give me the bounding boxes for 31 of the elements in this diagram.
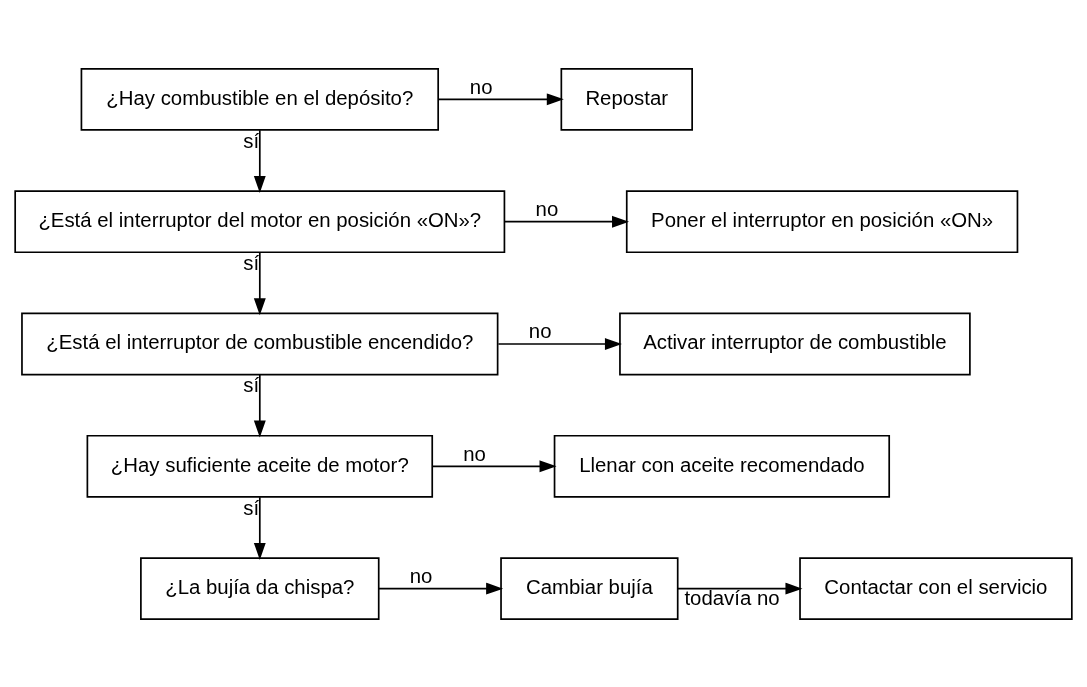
node-box: Llenar con aceite recomendado — [553, 434, 891, 498]
node-box: Poner el interruptor en posición «ON» — [625, 189, 1019, 253]
arrow — [253, 495, 266, 560]
node-box: ¿Está el interruptor del motor en posición «ON»? — [14, 189, 506, 253]
edge-label: sí — [243, 373, 260, 396]
edge-label: todavía no — [684, 586, 780, 609]
node-box: ¿Hay combustible en el depósito? — [80, 67, 440, 131]
node-box: Contactar con el servicio — [799, 556, 1073, 620]
arrow — [497, 337, 622, 350]
edge-label: no — [469, 75, 493, 98]
node-box: ¿Hay suficiente aceite de motor? — [86, 434, 434, 498]
arrow — [253, 251, 266, 315]
node-box: Cambiar bujía — [500, 556, 679, 620]
arrow — [253, 373, 266, 438]
node-box: Repostar — [560, 67, 693, 131]
node-box: ¿La bujía da chispa? — [140, 556, 380, 620]
edge-label: sí — [243, 251, 260, 274]
arrow — [437, 92, 564, 105]
edge-label: no — [535, 197, 559, 220]
arrow — [676, 582, 803, 595]
arrow — [431, 459, 557, 472]
node-box: ¿Está el interruptor de combustible encendido? — [21, 312, 499, 375]
edge-label: no — [528, 319, 552, 342]
arrow — [377, 582, 504, 595]
edge-label: sí — [243, 129, 260, 152]
edge-label: no — [463, 442, 486, 465]
edge-label: no — [409, 564, 433, 587]
arrow — [503, 215, 630, 228]
edge-label: sí — [243, 496, 260, 519]
node-box: Activar interruptor de combustible — [619, 312, 971, 375]
arrow — [253, 128, 266, 193]
